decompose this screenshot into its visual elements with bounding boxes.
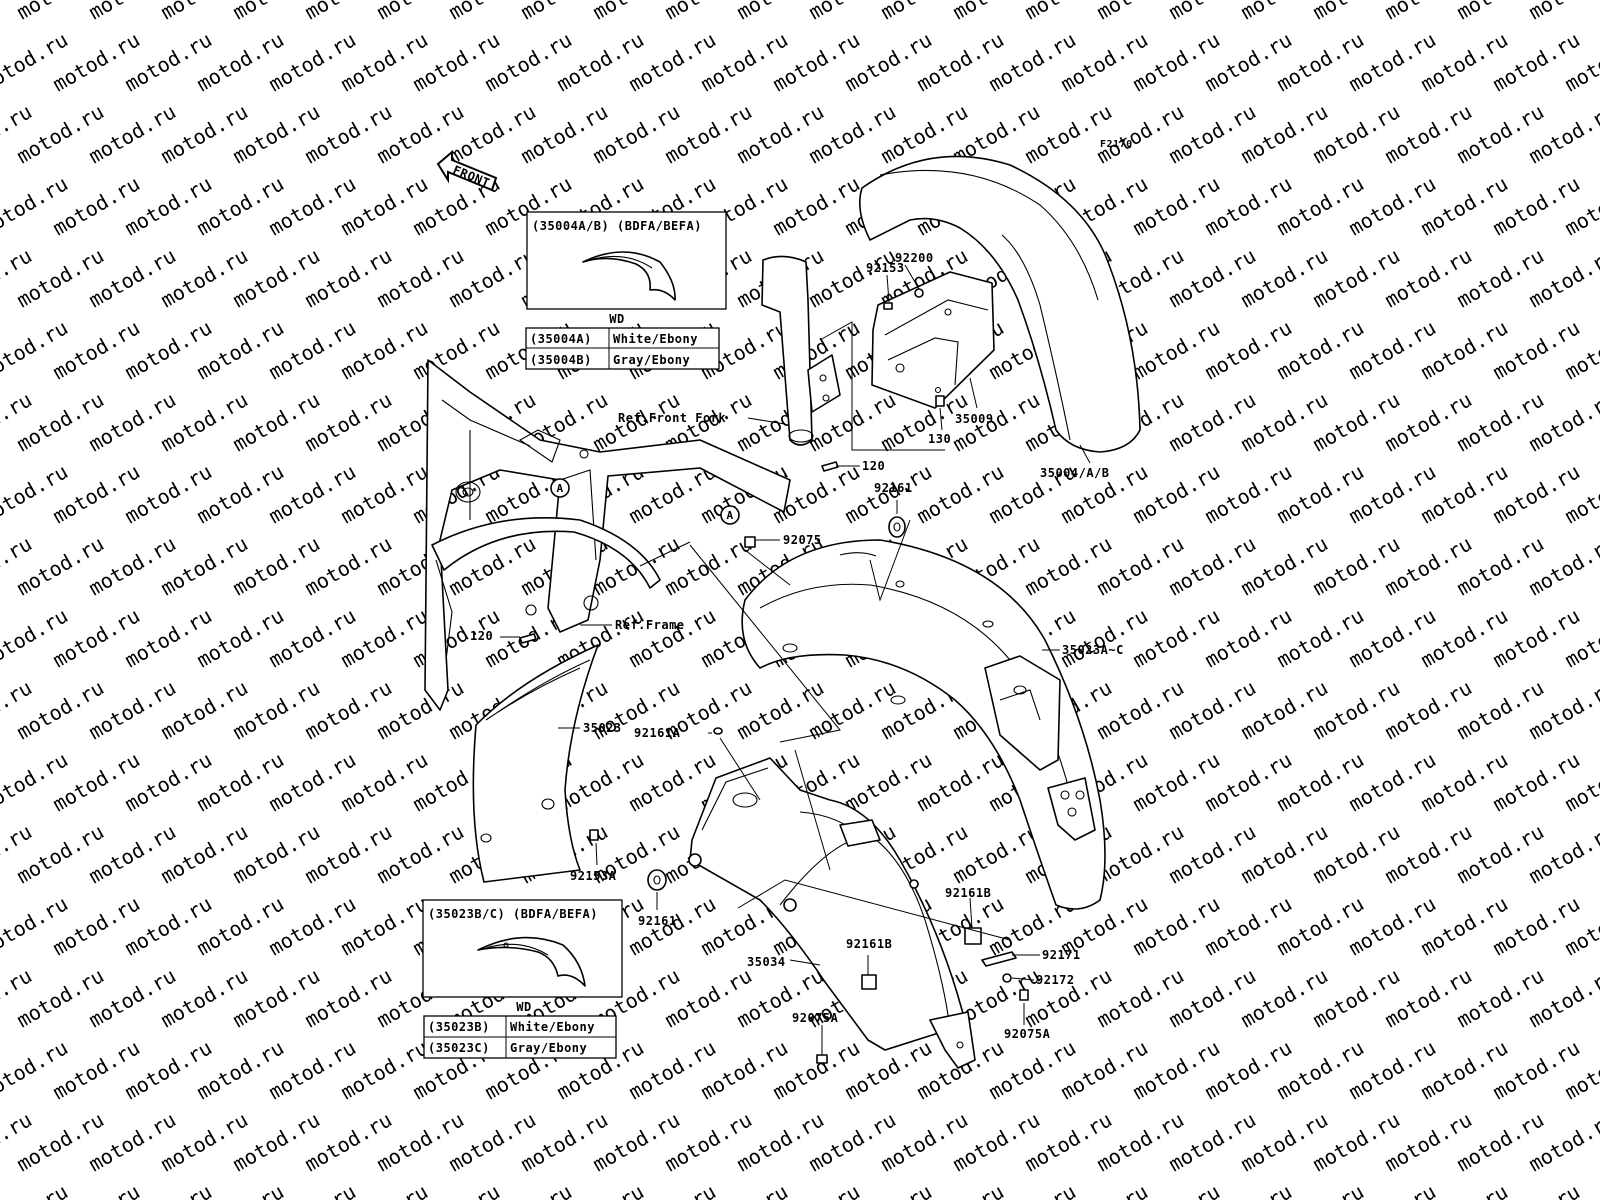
label-92075a-right: 92075A — [1004, 1027, 1051, 1041]
inset-bottom-row2-color: Gray/Ebony — [510, 1041, 587, 1055]
label-92075a-left: 92075A — [792, 1011, 839, 1025]
pad-92161b-mid-icon — [861, 974, 877, 990]
front-fork — [761, 255, 945, 451]
plug-92161a-icon — [713, 727, 723, 735]
watermark-text: motod.ru — [0, 1179, 72, 1200]
label-35023a-c: 35023A~C — [1062, 643, 1124, 657]
label-35034: 35034 — [747, 955, 786, 969]
label-92200: 92200 — [895, 251, 934, 265]
label-92075: 92075 — [783, 533, 822, 547]
clip-92075a-left-icon — [816, 1054, 828, 1064]
inner-fender-35034 — [688, 757, 976, 1069]
bolt-120-left-icon — [519, 633, 537, 644]
label-92161b-right: 92161B — [945, 886, 991, 900]
grommet-92161-bottom-icon — [647, 869, 667, 891]
clamp-92075-icon — [744, 536, 756, 548]
label-35023: 35023 — [583, 721, 622, 735]
inset-top-wd: WD — [609, 312, 624, 326]
label-92153a: 92153A — [570, 869, 617, 883]
label-35004-a-b: 35004/A/B — [1040, 466, 1110, 480]
clip-92075a-right-icon — [1019, 989, 1029, 1001]
frame — [424, 359, 791, 711]
strip-92171-icon — [981, 951, 1017, 967]
bolt-92153a-icon — [589, 829, 599, 841]
svg-text:A: A — [556, 482, 563, 495]
inset-bottom-wd: WD — [516, 1000, 531, 1014]
label-120-top: 120 — [862, 459, 885, 473]
label-92172: 92172 — [1036, 973, 1075, 987]
label-ref-frame: Ref.Frame — [615, 618, 685, 632]
screw-92172-icon — [1002, 973, 1012, 983]
callout-a-fender: A — [720, 505, 740, 525]
inset-bottom-title: (35023B/C) (BDFA/BEFA) — [428, 907, 598, 921]
bolt-120-top-icon — [821, 461, 839, 472]
grommet-92161-top-icon — [888, 516, 906, 538]
inset-top: (35004A/B) (BDFA/BEFA) WD (35004A) White… — [525, 211, 727, 370]
bolt-92200-icon — [914, 288, 924, 298]
inset-top-row2-color: Gray/Ebony — [613, 353, 690, 367]
callout-a-frame: A — [550, 478, 570, 498]
watermark-text: motod.ru — [1525, 0, 1600, 24]
label-92171: 92171 — [1042, 948, 1081, 962]
label-92153: 92153 — [866, 261, 905, 275]
label-35009: 35009 — [955, 412, 994, 426]
label-130: 130 — [928, 432, 951, 446]
label-92161-bottom: 92161 — [638, 914, 677, 928]
inset-top-row1-color: White/Ebony — [613, 332, 698, 346]
inset-top-row1-code: (35004A) — [530, 332, 592, 346]
pad-92161b-right-icon — [964, 927, 982, 945]
side-cover-35023 — [472, 644, 599, 883]
label-120-left: 120 — [470, 629, 493, 643]
figure-code: F2170 — [1100, 139, 1133, 150]
inset-bottom-row1-code: (35023B) — [428, 1020, 490, 1034]
front-fender — [859, 155, 1141, 453]
inset-bottom-row2-code: (35023C) — [428, 1041, 490, 1055]
inset-bottom: (35023B/C) (BDFA/BEFA) WD (35023B) White… — [422, 899, 623, 1059]
inset-top-title: (35004A/B) (BDFA/BEFA) — [532, 219, 702, 233]
bolt-92153-icon — [883, 302, 893, 310]
svg-text:A: A — [726, 509, 733, 522]
label-92161-top: 92161 — [874, 481, 913, 495]
label-92161b-mid: 92161B — [846, 937, 892, 951]
bolt-130-icon — [935, 395, 945, 407]
rear-fender — [741, 539, 1106, 910]
fender-bracket-35009 — [871, 271, 995, 409]
inset-top-row2-code: (35004B) — [530, 353, 592, 367]
watermark-text: motod.ru — [1597, 0, 1600, 24]
label-ref-front-fork: Ref.Front Fork — [618, 411, 726, 425]
label-92161a: 92161A — [634, 726, 681, 740]
leader-lines — [500, 264, 1091, 1055]
inset-bottom-row1-color: White/Ebony — [510, 1020, 595, 1034]
